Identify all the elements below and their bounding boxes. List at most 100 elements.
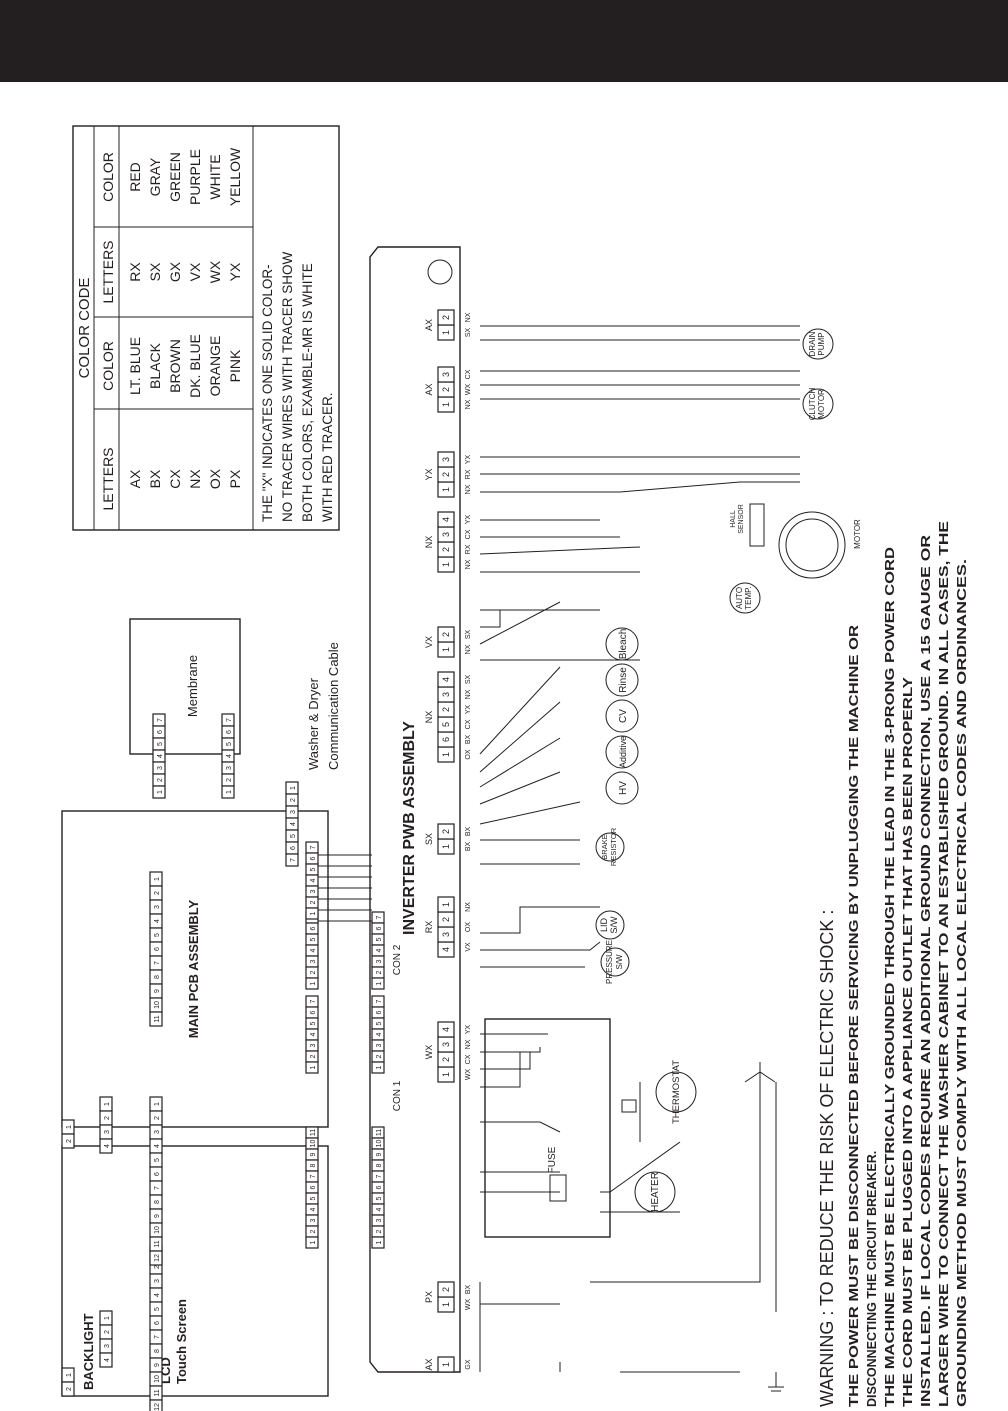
- color-code-cell: RX: [127, 262, 143, 282]
- connector-pin-label: 4: [441, 677, 451, 682]
- pcb-aux-pin-label: 10: [154, 1001, 161, 1009]
- pcb-lcd-pin-a-label: 4: [104, 1144, 111, 1148]
- lcd-pin-b-label: 7: [154, 1335, 161, 1339]
- wire-label: NX: [465, 399, 472, 409]
- lid-label: LID: [599, 918, 609, 933]
- con4-pin-label: 6: [310, 856, 317, 860]
- connector-pin-label: 5: [441, 722, 451, 727]
- cable-label: Washer & Dryer: [306, 677, 321, 770]
- membrane-pin-b: [221, 785, 235, 799]
- connector-pin: [437, 823, 455, 840]
- main-pcb-label: MAIN PCB ASSEMBLY: [186, 899, 201, 1038]
- color-code-cell: SX: [147, 262, 163, 281]
- lcd-pin-b-label: 9: [154, 1363, 161, 1367]
- con3-pin-b-label: 2: [376, 970, 383, 974]
- hall-label: SENSOR: [738, 504, 745, 534]
- color-code-cell: BLACK: [147, 342, 163, 389]
- connector-name: RX: [424, 921, 434, 934]
- wire-label: NX: [465, 689, 472, 699]
- wire-label: BX: [465, 735, 472, 745]
- membrane-pin-b-label: 3: [226, 766, 233, 770]
- wire-label: CX: [465, 719, 472, 729]
- con1-pin-b-label: 4: [376, 1207, 383, 1211]
- con2-pin-label: 3: [310, 1043, 317, 1047]
- lcd-pin-b-label: 5: [154, 1307, 161, 1311]
- color-code-cell: GRAY: [147, 157, 163, 196]
- wire-harness: [479, 325, 800, 1373]
- pressure-label: PRESSURE: [605, 940, 614, 984]
- wire-label: NX: [465, 902, 472, 912]
- con2-pin-b-label: 7: [376, 999, 383, 1003]
- connector-pin: [437, 366, 455, 383]
- warning-line: INSTALLED. IF LOCAL CODES REQUIRE AN ADD…: [919, 535, 933, 1407]
- wire-label: CX: [465, 1054, 472, 1064]
- con3-pin-b-label: 4: [376, 948, 383, 952]
- wire-label: RX: [465, 544, 472, 554]
- con1-pin: [305, 1236, 319, 1249]
- con4-pin-label: 7: [310, 845, 317, 849]
- connector-pin-label: 1: [441, 647, 451, 652]
- color-code-cell: DK. BLUE: [187, 334, 203, 398]
- pcb-lcd-pin-b-label: 7: [154, 1186, 161, 1190]
- brake-label: RESISTOR: [609, 827, 618, 866]
- connector-pin-label: 2: [441, 387, 451, 392]
- con2-pin-b-label: 1: [376, 1065, 383, 1069]
- connector-name: NX: [424, 711, 434, 724]
- con1-pin-label: 5: [310, 1196, 317, 1200]
- con2-pin-label: 1: [310, 1065, 317, 1069]
- con2-pin-b-label: 3: [376, 1043, 383, 1047]
- inverter-label: INVERTER PWB ASSEMBLY: [401, 721, 418, 935]
- pcb-aux-pin-label: 1: [154, 877, 161, 881]
- pcb-lcd-pin-b-label: 4: [154, 1144, 161, 1148]
- color-code-cell: NX: [187, 469, 203, 489]
- lcd-module: BACKLIGHT LCD Touch Screen 1212341234567…: [61, 1145, 329, 1411]
- con1-label: CON 1: [392, 1080, 403, 1111]
- warning-title: WARNING : TO REDUCE THE RISK OF ELECTRIC…: [817, 910, 837, 1407]
- connector-pin: [437, 309, 455, 326]
- con4-pin-label: 4: [310, 878, 317, 882]
- con3-pin-b-label: 5: [376, 937, 383, 941]
- con1-pin-b-label: 2: [376, 1229, 383, 1233]
- color-code-header: LETTERS: [100, 447, 116, 510]
- connector-pin: [437, 671, 455, 688]
- cable-pin-label: 7: [290, 858, 297, 862]
- wire-label: CX: [465, 369, 472, 379]
- backlight-pin-label: 2: [66, 1387, 73, 1391]
- con3-pin-label: 4: [310, 948, 317, 952]
- color-code-note: WITH RED TRACER.: [320, 392, 335, 522]
- cable-pin-label: 6: [290, 846, 297, 850]
- membrane-pin-a: [152, 785, 166, 799]
- connector-pin: [437, 1281, 455, 1298]
- con1-pin-label: 4: [310, 1207, 317, 1211]
- connector-pin-label: 1: [441, 402, 451, 407]
- con3-pin-b-label: 1: [376, 981, 383, 985]
- con1-pin-b-label: 11: [376, 1129, 383, 1136]
- con2-pin-label: 4: [310, 1032, 317, 1036]
- con3-pin-label: 2: [310, 970, 317, 974]
- connector-name: VX: [424, 636, 434, 648]
- pcb-backlight-pin-label: 2: [66, 1139, 73, 1143]
- wire-label: GX: [465, 1359, 472, 1369]
- color-code-cell: WHITE: [207, 154, 223, 199]
- auto-temp-label: AUTO: [735, 587, 744, 609]
- cable-pin-label: 1: [290, 786, 297, 790]
- pcb-lcd-pin-a-label: 1: [104, 1102, 111, 1106]
- lcd-pin-b-label: 10: [154, 1375, 161, 1383]
- membrane-pin-a-label: 6: [157, 730, 164, 734]
- heater-panel: FUSE: [484, 1018, 611, 1238]
- clutch-label: CLUTCH: [808, 388, 817, 421]
- con1-pin-b-label: 10: [376, 1140, 383, 1148]
- color-code-cell: LT. BLUE: [127, 337, 143, 395]
- con4-pin-label: 5: [310, 867, 317, 871]
- wire-label: NX: [465, 644, 472, 654]
- connector-name: AX: [424, 319, 434, 331]
- cable-pin: [285, 853, 299, 867]
- con2-pin-b-label: 6: [376, 1010, 383, 1014]
- wire-label: YX: [465, 705, 472, 715]
- auto-temp-label: TEMP.: [744, 586, 753, 609]
- pcb-lcd-pin-b-label: 10: [154, 1226, 161, 1234]
- con1-pin-label: 7: [310, 1174, 317, 1178]
- connector-name: SX: [424, 833, 434, 845]
- pressure-label: S/W: [615, 954, 624, 970]
- connector-pin-label: 4: [441, 947, 451, 952]
